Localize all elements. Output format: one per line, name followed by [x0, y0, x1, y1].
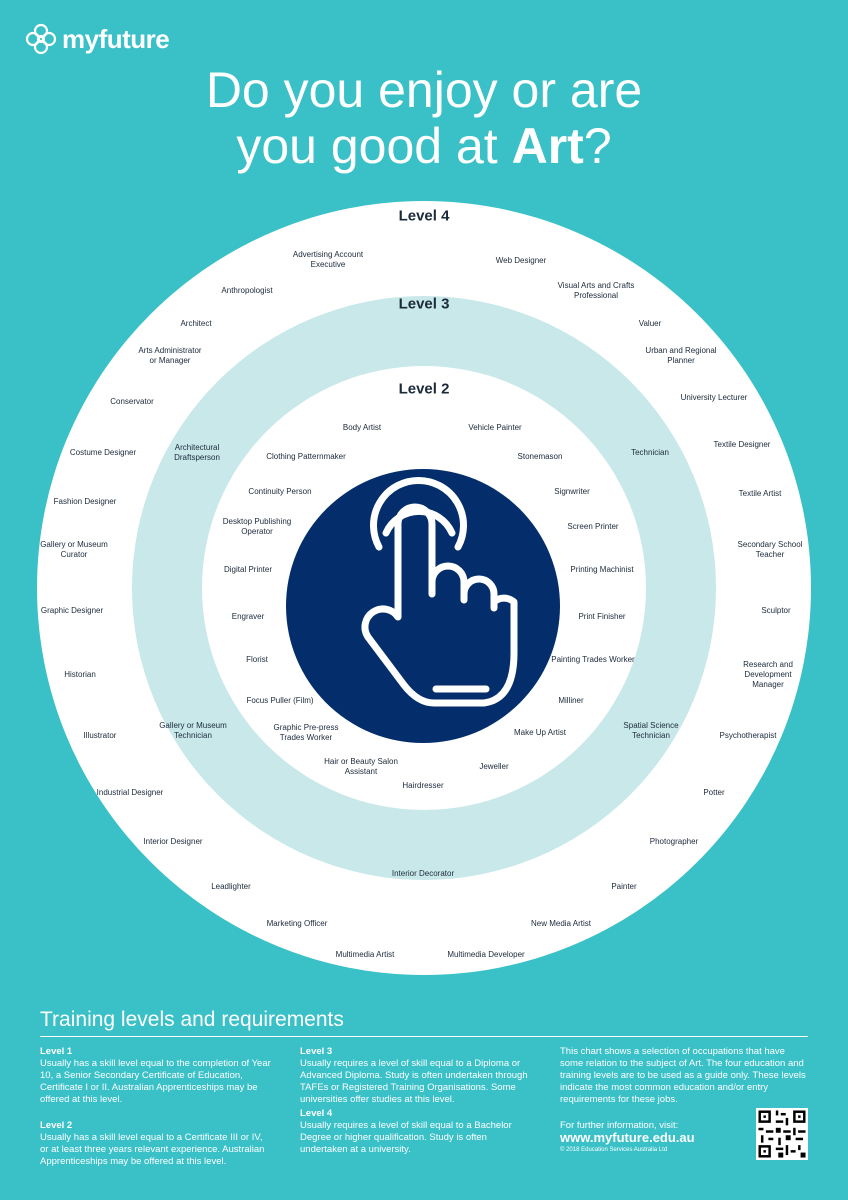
training-column-3: This chart shows a selection of occupati…	[560, 1046, 808, 1156]
occupation-level-3: Gallery or Museum Technician	[159, 721, 227, 740]
occupation-level-2: Digital Printer	[223, 565, 273, 574]
occupation-level-4: Sculptor	[761, 606, 791, 615]
occupation-level-2: Continuity Person	[248, 487, 312, 496]
occupation-level-4: Multimedia Artist	[335, 950, 395, 959]
occupation-level-2: Florist	[246, 655, 268, 664]
chart-note: This chart shows a selection of occupati…	[560, 1046, 806, 1105]
occupation-level-2: Engraver	[231, 612, 265, 621]
further-info-label: For further information, visit:	[560, 1120, 679, 1131]
occupation-level-2: Graphic Pre-press Trades Worker	[273, 723, 339, 742]
training-column-2: Level 3 Usually requires a level of skil…	[300, 1046, 532, 1156]
occupation-level-4: Anthropologist	[221, 286, 273, 295]
occupation-level-2: Vehicle Painter	[468, 423, 522, 432]
occupation-level-4: Urban and Regional Planner	[645, 346, 717, 365]
qr-code-icon[interactable]	[756, 1108, 808, 1160]
occupation-level-2: Stonemason	[517, 452, 563, 461]
occupation-level-4: Interior Designer	[143, 837, 203, 846]
title-line-2: you good at Art?	[0, 118, 848, 174]
center-circle	[286, 469, 560, 743]
occupation-level-3: Spatial Science Technician	[623, 721, 679, 740]
website-link[interactable]: www.myfuture.edu.au	[560, 1130, 695, 1145]
occupation-level-3: Interior Decorator	[391, 869, 455, 878]
level-4-label: Level 4	[398, 207, 450, 225]
level-4-text: Usually requires a level of skill equal …	[300, 1120, 512, 1155]
occupation-level-2: Hair or Beauty Salon Assistant	[324, 757, 398, 776]
level-2-label: Level 2	[398, 380, 450, 398]
title-subject: Art	[511, 118, 584, 174]
page-title: Do you enjoy or are you good at Art?	[0, 62, 848, 174]
occupation-level-4: Arts Administrator or Manager	[138, 346, 202, 365]
occupation-level-4: University Lecturer	[680, 393, 748, 402]
occupation-level-2: Screen Printer	[567, 522, 619, 531]
occupation-level-4: Textile Designer	[713, 440, 771, 449]
occupation-level-4: Painter	[611, 882, 637, 891]
occupation-level-4: Leadlighter	[211, 882, 251, 891]
occupation-level-4: Research and Development Manager	[743, 660, 793, 689]
occupation-level-4: Photographer	[649, 837, 699, 846]
occupation-level-2: Clothing Patternmaker	[266, 452, 346, 461]
occupation-level-2: Painting Trades Worker	[551, 655, 635, 664]
occupation-level-4: Industrial Designer	[96, 788, 164, 797]
occupation-level-2: Body Artist	[342, 423, 382, 432]
occupation-level-4: Multimedia Developer	[447, 950, 525, 959]
occupation-level-4: Illustrator	[83, 731, 117, 740]
occupation-level-2: Printing Machinist	[570, 565, 634, 574]
occupation-level-4: Advertising Account Executive	[292, 250, 364, 269]
occupation-level-4: Potter	[703, 788, 725, 797]
occupation-level-4: Marketing Officer	[266, 919, 328, 928]
occupation-level-4: Conservator	[110, 397, 154, 406]
occupation-level-4: New Media Artist	[530, 919, 592, 928]
occupation-level-2: Desktop Publishing Operator	[222, 517, 292, 536]
level-1-text: Usually has a skill level equal to the c…	[40, 1058, 271, 1105]
occupation-level-4: Secondary School Teacher	[737, 540, 803, 559]
occupation-level-4: Fashion Designer	[53, 497, 117, 506]
occupation-level-4: Visual Arts and Crafts Professional	[557, 281, 635, 300]
occupation-level-2: Milliner	[558, 696, 584, 705]
pointing-hand-icon	[361, 476, 518, 707]
occupation-level-2: Make Up Artist	[513, 728, 567, 737]
occupation-level-3: Technician	[631, 448, 669, 457]
occupation-level-2: Signwriter	[554, 487, 590, 496]
occupation-level-4: Gallery or Museum Curator	[40, 540, 108, 559]
level-3-label: Level 3	[398, 295, 450, 313]
occupation-level-4: Graphic Designer	[40, 606, 104, 615]
level-4-title: Level 4	[300, 1108, 333, 1119]
occupation-level-4: Valuer	[638, 319, 662, 328]
copyright: © 2018 Education Services Australia Ltd	[560, 1147, 668, 1153]
occupation-level-4: Web Designer	[495, 256, 547, 265]
level-1-title: Level 1	[40, 1046, 73, 1057]
occupation-level-2: Jeweller	[479, 762, 509, 771]
training-heading: Training levels and requirements	[40, 1008, 344, 1031]
occupation-level-4: Textile Artist	[738, 489, 782, 498]
occupation-level-3: Architectural Draftsperson	[174, 443, 220, 462]
occupation-level-2: Focus Puller (Film)	[246, 696, 314, 705]
level-3-title: Level 3	[300, 1046, 333, 1057]
flower-logo-icon	[25, 23, 57, 55]
training-column-1: Level 1 Usually has a skill level equal …	[40, 1046, 272, 1168]
occupation-level-2: Hairdresser	[402, 781, 444, 790]
occupation-level-4: Historian	[64, 670, 96, 679]
title-prefix: you good at	[236, 118, 512, 174]
title-line-1: Do you enjoy or are	[205, 62, 643, 118]
section-divider	[40, 1036, 808, 1037]
brand-name: myfuture	[62, 23, 170, 54]
level-2-text: Usually has a skill level equal to a Cer…	[40, 1132, 265, 1167]
occupation-level-2: Print Finisher	[578, 612, 626, 621]
occupation-level-4: Architect	[180, 319, 212, 328]
level-2-title: Level 2	[40, 1120, 73, 1131]
myfuture-logo: myfuture	[24, 22, 170, 56]
occupation-level-4: Costume Designer	[69, 448, 137, 457]
occupation-level-4: Psychotherapist	[719, 731, 777, 740]
level-3-text: Usually requires a level of skill equal …	[300, 1058, 528, 1105]
title-suffix: ?	[583, 118, 612, 174]
